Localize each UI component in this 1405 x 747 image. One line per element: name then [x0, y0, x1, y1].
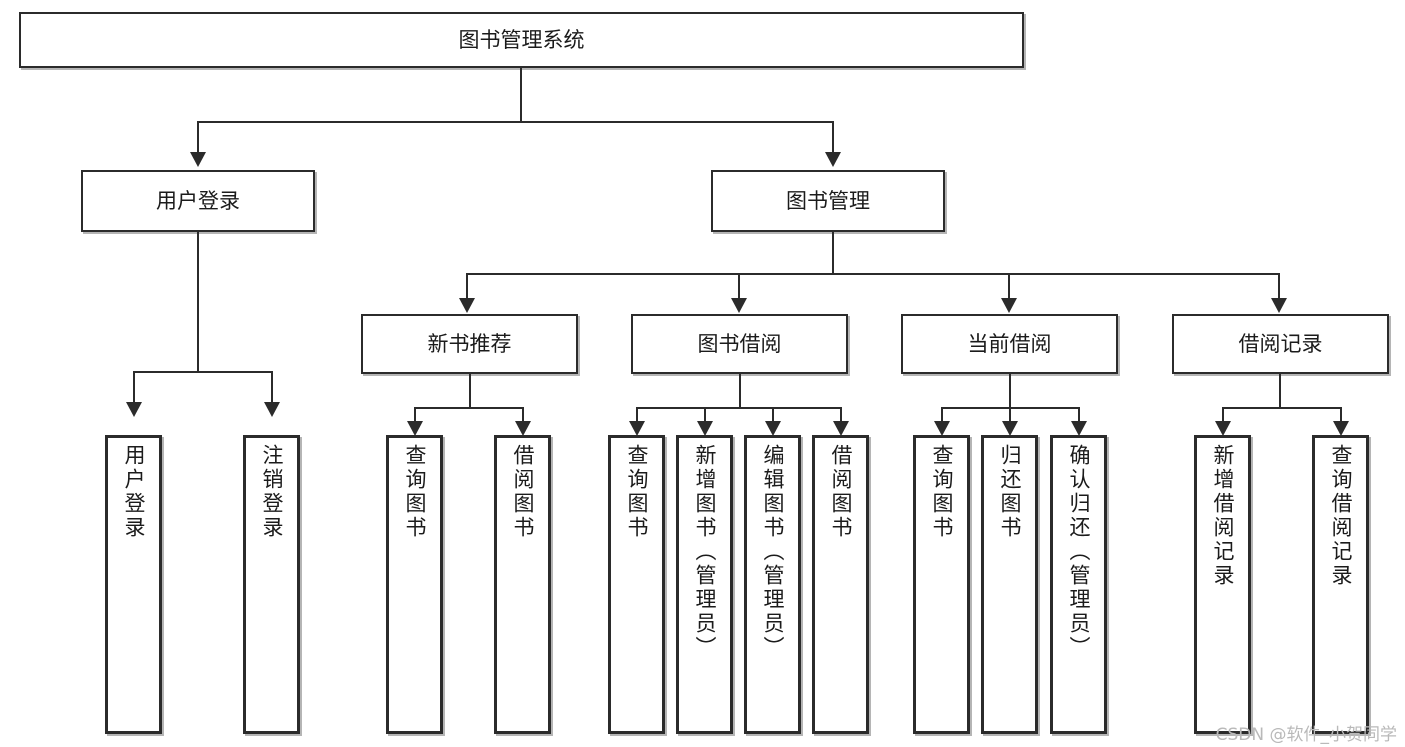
connector-cb-leaf1 — [941, 407, 943, 423]
connector-root-stem — [520, 68, 522, 122]
leaf-user-logout-label: 注销登录 — [260, 444, 284, 540]
arrowhead-leaf-edit-book — [765, 421, 781, 436]
connector-current-borrow-stem — [1009, 374, 1011, 408]
connector-to-new-book-recommend — [466, 273, 468, 299]
leaf-user-login-label: 用户登录 — [122, 444, 146, 540]
connector-user-login-leaf2 — [271, 371, 273, 403]
leaf-confirm-return-label: 确认归还（管理员） — [1067, 444, 1091, 660]
leaf-return-book-label: 归还图书 — [998, 444, 1022, 540]
leaf-query-book-2-label: 查询图书 — [625, 444, 649, 540]
node-book-manage-label: 图书管理 — [786, 188, 870, 213]
leaf-confirm-return[interactable]: 确认归还（管理员） — [1050, 435, 1107, 734]
leaf-query-book-3-label: 查询图书 — [930, 444, 954, 540]
arrowhead-leaf-query-book-2 — [629, 421, 645, 436]
connector-to-borrow-record — [1278, 273, 1280, 299]
node-user-login-label: 用户登录 — [156, 188, 240, 213]
leaf-borrow-book-1[interactable]: 借阅图书 — [494, 435, 551, 734]
leaf-query-book-3[interactable]: 查询图书 — [913, 435, 970, 734]
leaf-edit-book-label: 编辑图书（管理员） — [761, 444, 785, 660]
node-user-login[interactable]: 用户登录 — [81, 170, 315, 232]
leaf-user-logout[interactable]: 注销登录 — [243, 435, 300, 734]
connector-user-login-bus — [133, 371, 273, 373]
leaf-edit-book[interactable]: 编辑图书（管理员） — [744, 435, 801, 734]
arrowhead-book-manage — [825, 152, 841, 167]
arrowhead-leaf-borrow-book-2 — [833, 421, 849, 436]
connector-cb-leaf2 — [1009, 407, 1011, 423]
node-borrow-record[interactable]: 借阅记录 — [1172, 314, 1389, 374]
leaf-user-login[interactable]: 用户登录 — [105, 435, 162, 734]
connector-new-book-recommend-stem — [469, 374, 471, 408]
connector-book-borrow-bus — [636, 407, 842, 409]
connector-root-to-book-manage — [832, 121, 834, 153]
connector-root-bus — [197, 121, 834, 123]
connector-user-login-leaf1 — [133, 371, 135, 403]
leaf-query-record-label: 查询借阅记录 — [1329, 444, 1353, 588]
arrowhead-new-book-recommend — [459, 298, 475, 313]
arrowhead-leaf-add-book — [697, 421, 713, 436]
connector-nbr-leaf1 — [414, 407, 416, 423]
arrowhead-leaf-add-record — [1215, 421, 1231, 436]
connector-book-manage-stem — [832, 232, 834, 274]
arrowhead-leaf-query-book-3 — [934, 421, 950, 436]
node-root[interactable]: 图书管理系统 — [19, 12, 1024, 68]
connector-bb-leaf3 — [772, 407, 774, 423]
connector-to-book-borrow — [738, 273, 740, 299]
leaf-borrow-book-1-label: 借阅图书 — [511, 444, 535, 540]
connector-nbr-leaf2 — [522, 407, 524, 423]
leaf-query-record[interactable]: 查询借阅记录 — [1312, 435, 1369, 734]
connector-cb-leaf3 — [1078, 407, 1080, 423]
connector-user-login-stem — [197, 232, 199, 372]
leaf-query-book-1-label: 查询图书 — [403, 444, 427, 540]
connector-borrow-record-bus — [1222, 407, 1342, 409]
connector-root-to-user-login — [197, 121, 199, 153]
leaf-borrow-book-2[interactable]: 借阅图书 — [812, 435, 869, 734]
arrowhead-leaf-confirm-return — [1071, 421, 1087, 436]
connector-new-book-recommend-bus — [414, 407, 524, 409]
connector-bb-leaf1 — [636, 407, 638, 423]
arrowhead-leaf-borrow-book-1 — [515, 421, 531, 436]
arrowhead-leaf-query-record — [1333, 421, 1349, 436]
leaf-query-book-1[interactable]: 查询图书 — [386, 435, 443, 734]
node-borrow-record-label: 借阅记录 — [1238, 331, 1323, 356]
arrowhead-current-borrow — [1001, 298, 1017, 313]
leaf-add-record-label: 新增借阅记录 — [1211, 444, 1235, 588]
arrowhead-leaf-user-login — [126, 402, 142, 417]
connector-to-current-borrow — [1008, 273, 1010, 299]
node-current-borrow[interactable]: 当前借阅 — [901, 314, 1118, 374]
connector-book-borrow-stem — [739, 374, 741, 408]
leaf-add-book[interactable]: 新增图书（管理员） — [676, 435, 733, 734]
leaf-return-book[interactable]: 归还图书 — [981, 435, 1038, 734]
node-book-borrow-label: 图书借阅 — [697, 331, 782, 356]
node-book-manage[interactable]: 图书管理 — [711, 170, 945, 232]
connector-book-manage-bus — [466, 273, 1280, 275]
arrowhead-leaf-return-book — [1002, 421, 1018, 436]
leaf-borrow-book-2-label: 借阅图书 — [829, 444, 853, 540]
connector-bb-leaf4 — [840, 407, 842, 423]
leaf-add-record[interactable]: 新增借阅记录 — [1194, 435, 1251, 734]
connector-br-leaf2 — [1340, 407, 1342, 423]
connector-borrow-record-stem — [1279, 374, 1281, 408]
arrowhead-user-login — [190, 152, 206, 167]
arrowhead-borrow-record — [1271, 298, 1287, 313]
node-current-borrow-label: 当前借阅 — [967, 331, 1052, 356]
leaf-add-book-label: 新增图书（管理员） — [693, 444, 717, 660]
node-new-book-recommend[interactable]: 新书推荐 — [361, 314, 578, 374]
arrowhead-book-borrow — [731, 298, 747, 313]
node-root-label: 图书管理系统 — [458, 27, 585, 52]
arrowhead-leaf-query-book-1 — [407, 421, 423, 436]
connector-bb-leaf2 — [704, 407, 706, 423]
leaf-query-book-2[interactable]: 查询图书 — [608, 435, 665, 734]
node-book-borrow[interactable]: 图书借阅 — [631, 314, 848, 374]
node-new-book-recommend-label: 新书推荐 — [427, 331, 512, 356]
arrowhead-leaf-user-logout — [264, 402, 280, 417]
connector-br-leaf1 — [1222, 407, 1224, 423]
